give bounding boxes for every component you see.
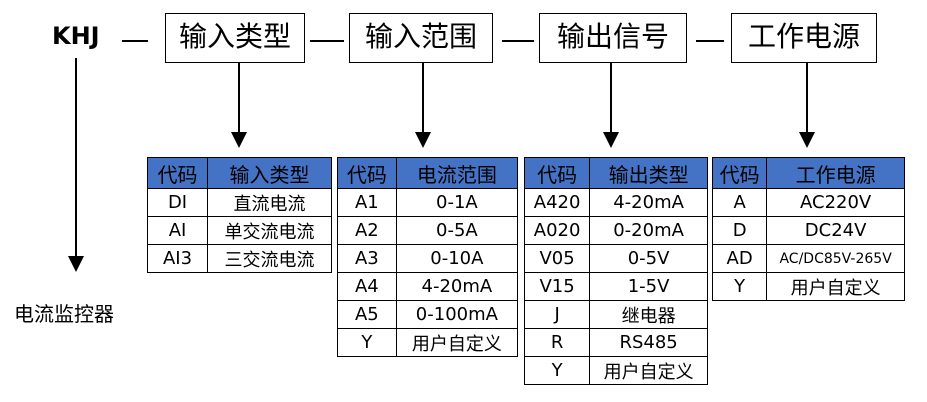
col-header-output-type: 输出类型 <box>589 157 708 189</box>
col-header-current-range: 电流范围 <box>395 157 519 189</box>
table-row: A1 0-1A <box>337 188 519 217</box>
col-header-input-type: 输入类型 <box>207 157 332 189</box>
arrow-shaft <box>610 63 612 133</box>
value-cell: 0-5A <box>395 216 519 245</box>
arrow-shaft <box>75 58 77 258</box>
table-row: A020 0-20mA <box>523 216 708 245</box>
table-row: A3 0-10A <box>337 244 519 273</box>
table-row: Y 用户自定义 <box>337 328 519 357</box>
arrow-down-icon <box>415 132 431 148</box>
code-cell: D <box>711 216 768 245</box>
output-type-table: 代码 输出类型 A420 4-20mA A020 0-20mA V05 0-5V… <box>523 157 708 385</box>
table-row: A2 0-5A <box>337 216 519 245</box>
code-cell: V15 <box>523 272 591 301</box>
arrow-shaft <box>422 63 424 133</box>
code-cell: A420 <box>523 188 591 217</box>
value-cell: 0-20mA <box>589 216 708 245</box>
table-row: R RS485 <box>523 328 708 357</box>
arrow-shaft <box>806 63 808 133</box>
value-cell: 用户自定义 <box>766 272 905 301</box>
code-cell: Y <box>337 328 397 357</box>
box-output-signal: 输出信号 <box>539 13 687 63</box>
table-row: AD AC/DC85V-265V <box>711 244 905 273</box>
power-supply-table: 代码 工作电源 A AC220V D DC24V AD AC/DC85V-265… <box>711 157 905 301</box>
value-cell: 0-5V <box>589 244 708 273</box>
code-cell: A2 <box>337 216 397 245</box>
value-cell: 4-20mA <box>395 272 519 301</box>
value-cell: 用户自定义 <box>589 356 708 385</box>
code-cell: A <box>711 188 768 217</box>
table-row: J 继电器 <box>523 300 708 329</box>
monitor-label: 电流监控器 <box>14 302 114 326</box>
value-cell: RS485 <box>589 328 708 357</box>
code-cell: AI <box>146 216 209 245</box>
code-cell: A4 <box>337 272 397 301</box>
arrow-down-icon <box>603 132 619 148</box>
code-cell: A3 <box>337 244 397 273</box>
value-cell: 0-1A <box>395 188 519 217</box>
arrow-down-icon <box>799 132 815 148</box>
value-cell: 直流电流 <box>207 188 332 217</box>
table-row: D DC24V <box>711 216 905 245</box>
table-row: V15 1-5V <box>523 272 708 301</box>
value-cell: 三交流电流 <box>207 244 332 273</box>
table-row: Y 用户自定义 <box>711 272 905 301</box>
col-header-code: 代码 <box>523 157 591 189</box>
arrow-down-icon <box>68 256 84 272</box>
value-cell: 单交流电流 <box>207 216 332 245</box>
box-input-type: 输入类型 <box>165 13 305 63</box>
code-cell: R <box>523 328 591 357</box>
value-cell: 4-20mA <box>589 188 708 217</box>
table-row: A420 4-20mA <box>523 188 708 217</box>
code-cell: AI3 <box>146 244 209 273</box>
table-row: A5 0-100mA <box>337 300 519 329</box>
table-row: DI 直流电流 <box>146 188 332 217</box>
code-cell: V05 <box>523 244 591 273</box>
value-cell: 0-10A <box>395 244 519 273</box>
code-cell: A020 <box>523 216 591 245</box>
code-cell: Y <box>711 272 768 301</box>
table-row: AI3 三交流电流 <box>146 244 332 273</box>
col-header-code: 代码 <box>146 157 209 189</box>
col-header-power-supply: 工作电源 <box>766 157 905 189</box>
connector-dash <box>310 40 344 42</box>
value-cell: 1-5V <box>589 272 708 301</box>
code-cell: A5 <box>337 300 397 329</box>
arrow-down-icon <box>231 132 247 148</box>
input-type-table: 代码 输入类型 DI 直流电流 AI 单交流电流 AI3 三交流电流 <box>146 157 332 273</box>
arrow-shaft <box>238 63 240 133</box>
table-row: A4 4-20mA <box>337 272 519 301</box>
value-cell: AC/DC85V-265V <box>766 244 905 273</box>
model-prefix: KHJ <box>52 22 100 50</box>
code-cell: Y <box>523 356 591 385</box>
code-cell: DI <box>146 188 209 217</box>
code-cell: J <box>523 300 591 329</box>
code-cell: AD <box>711 244 768 273</box>
box-input-range: 输入范围 <box>349 13 493 63</box>
value-cell: 0-100mA <box>395 300 519 329</box>
col-header-code: 代码 <box>711 157 768 189</box>
current-range-table: 代码 电流范围 A1 0-1A A2 0-5A A3 0-10A A4 4-20… <box>337 157 519 357</box>
value-cell: AC220V <box>766 188 905 217</box>
table-row: A AC220V <box>711 188 905 217</box>
table-row: AI 单交流电流 <box>146 216 332 245</box>
code-cell: A1 <box>337 188 397 217</box>
connector-dash <box>696 40 724 42</box>
box-power-supply: 工作电源 <box>731 13 877 63</box>
value-cell: DC24V <box>766 216 905 245</box>
connector-dash <box>122 40 148 42</box>
value-cell: 用户自定义 <box>395 328 519 357</box>
connector-dash <box>502 40 534 42</box>
table-row: V05 0-5V <box>523 244 708 273</box>
table-row: Y 用户自定义 <box>523 356 708 385</box>
value-cell: 继电器 <box>589 300 708 329</box>
col-header-code: 代码 <box>337 157 397 189</box>
